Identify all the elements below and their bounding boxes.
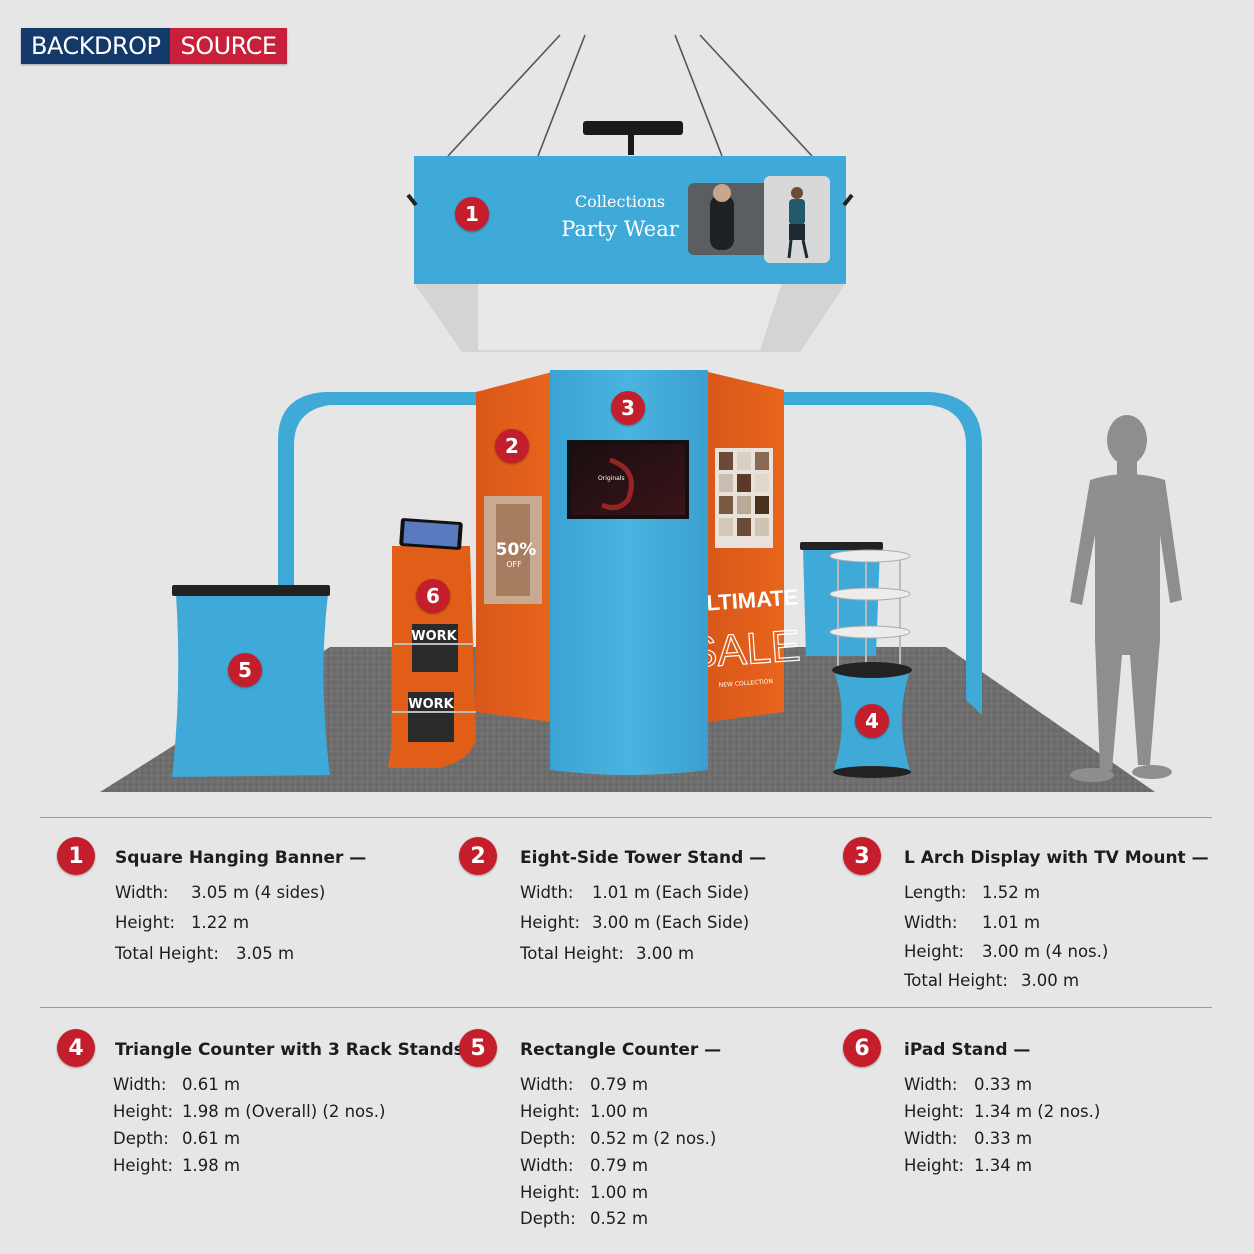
spec-line: Height:1.34 m (2 nos.) <box>904 1102 1101 1121</box>
banner-line1: Collections <box>575 192 665 211</box>
divider-middle <box>40 1007 1212 1008</box>
spec-title-2: Eight-Side Tower Stand — <box>520 848 767 868</box>
spec-line: Height:3.00 m (4 nos.) <box>904 942 1109 961</box>
marker-6: 6 <box>416 579 450 613</box>
spec-line: Width:0.79 m <box>520 1075 649 1094</box>
spec-line: Depth:0.61 m <box>113 1129 241 1148</box>
divider-top <box>40 817 1212 818</box>
spec-line: Height:1.98 m (Overall) (2 nos.) <box>113 1102 386 1121</box>
spec-number-2: 2 <box>459 837 497 875</box>
spec-line: Height:3.00 m (Each Side) <box>520 913 750 932</box>
spec-number-4: 4 <box>57 1029 95 1067</box>
spec-title-5: Rectangle Counter — <box>520 1040 722 1060</box>
light-bar <box>583 121 683 135</box>
spec-line: Width:1.01 m <box>904 913 1041 932</box>
spec-line: Width:0.33 m <box>904 1129 1033 1148</box>
ipad-stand: WORK WORK <box>388 518 476 768</box>
spec-line: Width:1.01 m (Each Side) <box>520 883 750 902</box>
spec-line: Width:3.05 m (4 sides) <box>115 883 326 902</box>
rack-stand <box>829 549 911 668</box>
spec-line: Length:1.52 m <box>904 883 1041 902</box>
arch-left <box>278 392 478 700</box>
brand-logo: BACKDROP SOURCE <box>21 28 287 64</box>
spec-title-1: Square Hanging Banner — <box>115 848 367 868</box>
brand-logo-right: SOURCE <box>170 28 287 64</box>
brand-logo-left: BACKDROP <box>21 28 171 64</box>
spec-line: Depth:0.52 m (2 nos.) <box>520 1129 717 1148</box>
spec-line: Height:1.34 m <box>904 1156 1033 1175</box>
spec-title-6: iPad Stand — <box>904 1040 1031 1060</box>
spec-line: Height:1.00 m <box>520 1183 649 1202</box>
marker-1: 1 <box>455 197 489 231</box>
spec-number-6: 6 <box>843 1029 881 1067</box>
spec-number-1: 1 <box>57 837 95 875</box>
spec-line: Width:0.33 m <box>904 1075 1033 1094</box>
spec-line: Total Height:3.00 m <box>904 971 1080 990</box>
spec-line: Height:1.98 m <box>113 1156 241 1175</box>
spec-line: Total Height:3.05 m <box>115 944 295 963</box>
magazine-2: WORK <box>408 697 454 712</box>
spec-line: Depth:0.52 m <box>520 1209 649 1228</box>
marker-4: 4 <box>855 704 889 738</box>
spec-line: Height:1.00 m <box>520 1102 649 1121</box>
spec-title-3: L Arch Display with TV Mount — <box>904 848 1209 868</box>
spec-number-5: 5 <box>459 1029 497 1067</box>
marker-2: 2 <box>495 429 529 463</box>
spec-number-3: 3 <box>843 837 881 875</box>
marker-5: 5 <box>228 653 262 687</box>
banner-line2: Party Wear <box>561 217 680 241</box>
arch-right <box>784 392 982 715</box>
spec-line: Width:0.61 m <box>113 1075 241 1094</box>
magazine-1: WORK <box>411 629 457 644</box>
hanging-banner: Collections Party Wear <box>406 156 854 352</box>
tower-center <box>550 370 708 775</box>
spec-line: Height:1.22 m <box>115 913 250 932</box>
sale-off: 50% <box>496 540 537 560</box>
marker-3: 3 <box>611 391 645 425</box>
spec-line: Width:0.79 m <box>520 1156 649 1175</box>
hanging-cables <box>447 34 813 157</box>
sale-off-sub: OFF <box>506 560 522 569</box>
spec-title-4: Triangle Counter with 3 Rack Stands — <box>115 1040 487 1060</box>
person-silhouette <box>1070 415 1182 782</box>
tv-text: Originals <box>598 475 625 482</box>
spec-line: Total Height:3.00 m <box>520 944 695 963</box>
sale-sub: NEW COLLECTION <box>719 678 774 689</box>
